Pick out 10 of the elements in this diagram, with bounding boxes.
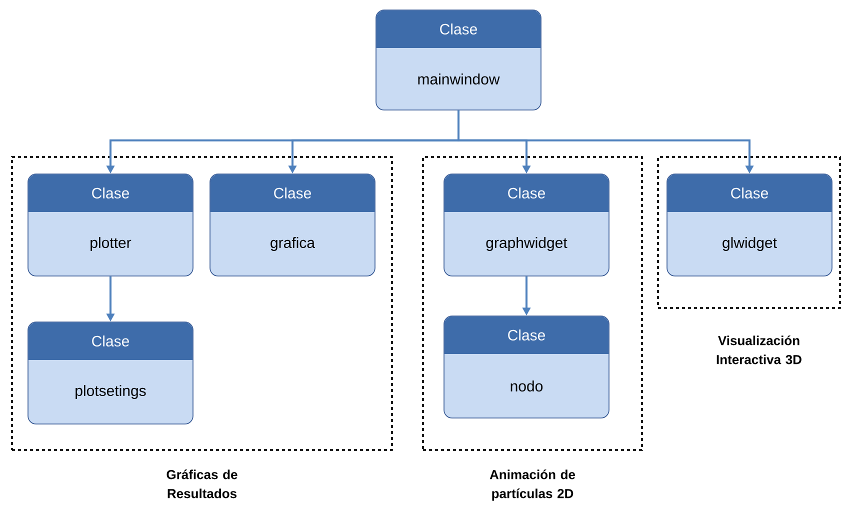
class-box: Clase glwidget	[666, 174, 832, 276]
class-box: Clase mainwindow	[376, 10, 542, 110]
class-box: Clase graphwidget	[444, 174, 610, 276]
node-label: Animación de partículas 2D	[490, 470, 576, 501]
class-box: Clase grafica	[210, 174, 376, 276]
class-box: Clase plotter	[28, 174, 194, 276]
node-label: Gráficas de Resultados	[166, 470, 238, 498]
class-box: Clase plotsetings	[28, 322, 194, 424]
class-box: Clase nodo	[444, 316, 610, 418]
node-label: Visualización Interactiva 3D	[716, 336, 802, 364]
